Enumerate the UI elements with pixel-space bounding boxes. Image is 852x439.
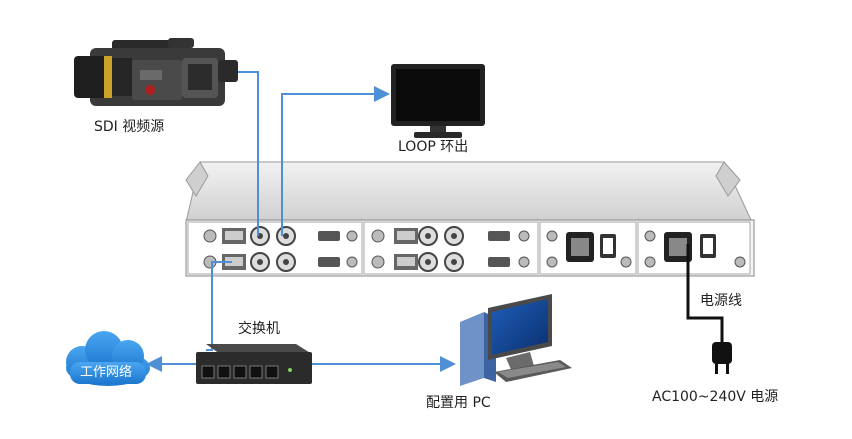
- switch-label: 交换机: [238, 321, 280, 337]
- video-camera-icon: [74, 38, 238, 106]
- power-cord-label: 电源线: [700, 293, 742, 309]
- io-card-1: [203, 226, 358, 272]
- rack-chassis: [185, 161, 755, 277]
- monitor-label: LOOP 环出: [398, 139, 469, 155]
- power-module-2: [644, 230, 746, 268]
- power-source-label: AC100~240V 电源: [652, 389, 779, 405]
- network-label: 工作网络: [80, 365, 133, 380]
- power-module-1: [546, 230, 632, 268]
- pc-label: 配置用 PC: [426, 395, 491, 411]
- io-card-2: [371, 226, 530, 272]
- desktop-pc-icon: [460, 294, 572, 386]
- lan-cable-to-switch: [206, 261, 232, 351]
- monitor-icon: [391, 64, 485, 138]
- power-cable: [686, 244, 724, 342]
- cloud-icon: [66, 331, 150, 386]
- network-switch-icon: [196, 344, 312, 384]
- power-plug-icon: [712, 342, 732, 374]
- loop-output-cable: [281, 86, 390, 236]
- sdi-input-cable: [238, 71, 259, 236]
- camera-label: SDI 视频源: [94, 119, 165, 135]
